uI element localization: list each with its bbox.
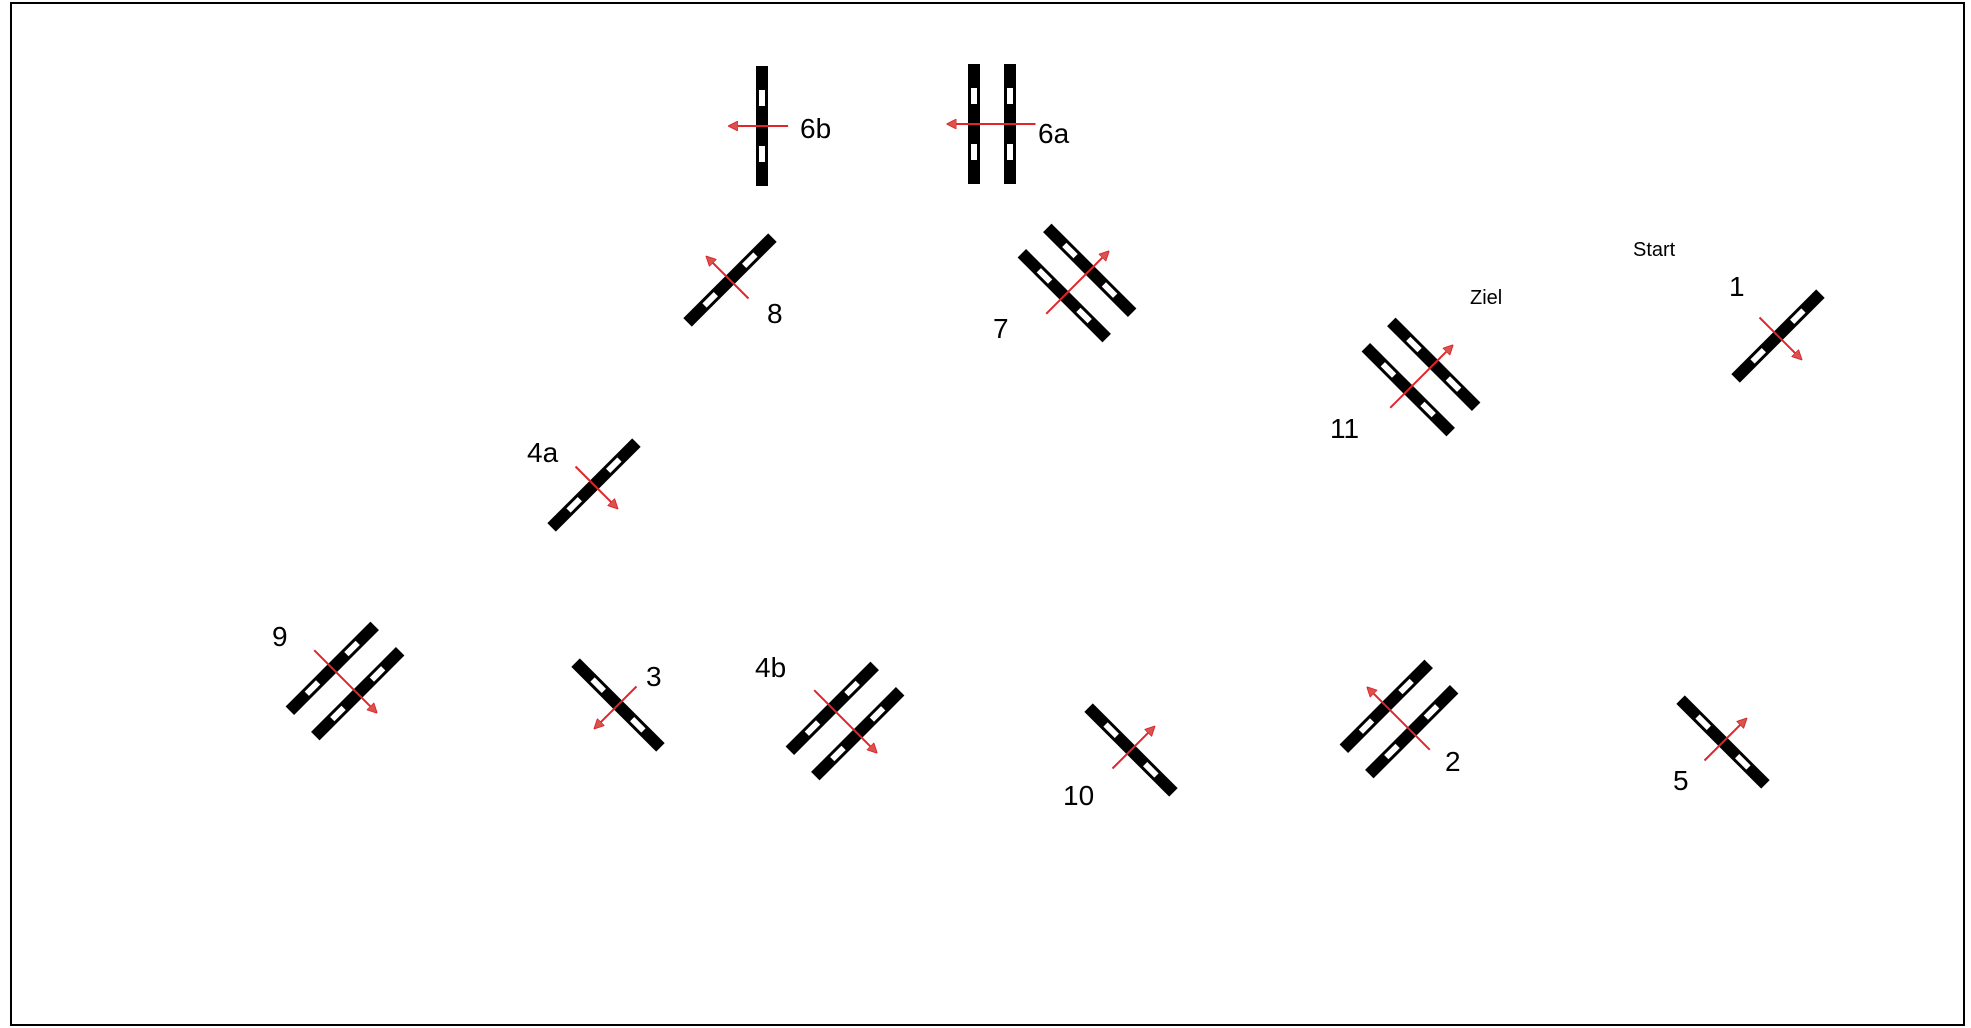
- obstacle-6b: [730, 66, 789, 186]
- pole-stripe: [1406, 336, 1422, 353]
- obstacle-label-3: 3: [646, 661, 662, 692]
- obstacle-label-9: 9: [272, 621, 288, 652]
- pole-stripe: [1101, 282, 1118, 298]
- direction-arrow: [1368, 688, 1431, 751]
- direction-arrow: [1758, 316, 1801, 359]
- direction-arrow: [313, 649, 376, 712]
- direction-arrow: [1389, 346, 1452, 409]
- obstacle-4b: [785, 661, 905, 781]
- obstacle-5: [1676, 695, 1770, 789]
- pole-stripe: [1036, 268, 1053, 284]
- pole-stripe: [971, 88, 977, 104]
- pole-stripe: [830, 745, 846, 762]
- obstacle-label-10: 10: [1063, 780, 1094, 811]
- direction-arrow: [707, 257, 750, 300]
- finish-label: Ziel: [1470, 287, 1502, 309]
- obstacle-7: [1017, 223, 1137, 343]
- pole-stripe: [702, 292, 718, 308]
- pole-stripe: [1423, 704, 1440, 720]
- obstacle-1: [1731, 289, 1825, 383]
- pole-stripe: [804, 720, 821, 736]
- obstacle-10: [1084, 703, 1178, 797]
- pole-stripe: [344, 640, 360, 657]
- start-label: Start: [1633, 239, 1676, 261]
- pole-stripe: [369, 666, 386, 682]
- pole-stripe: [759, 146, 765, 162]
- obstacle-label-6b: 6b: [800, 113, 831, 144]
- obstacle-label-5: 5: [1673, 765, 1689, 796]
- pole-stripe: [1445, 376, 1462, 392]
- pole-stripe: [759, 90, 765, 106]
- obstacle-11: [1361, 317, 1481, 437]
- diagram-frame: [10, 2, 1965, 1026]
- obstacle-9: [285, 621, 405, 741]
- obstacle-label-6a: 6a: [1038, 118, 1070, 149]
- pole-stripe: [1358, 718, 1375, 734]
- pole-stripe: [1007, 88, 1013, 104]
- pole-stripe: [1420, 401, 1436, 418]
- pole-stripe: [971, 144, 977, 160]
- pole-stripe: [1007, 144, 1013, 160]
- pole-stripe: [1076, 307, 1092, 324]
- pole-stripe: [330, 705, 346, 722]
- obstacle-3: [571, 658, 665, 752]
- obstacle-label-7: 7: [993, 313, 1009, 344]
- pole-stripe: [1398, 678, 1414, 695]
- pole-stripe: [1103, 722, 1119, 738]
- direction-arrow: [1111, 727, 1154, 770]
- obstacle-label-1: 1: [1729, 271, 1745, 302]
- pole-stripe: [1790, 308, 1806, 324]
- direction-arrow: [595, 685, 638, 728]
- obstacle-label-11: 11: [1330, 413, 1359, 444]
- direction-arrow: [574, 465, 617, 508]
- obstacle-2: [1339, 659, 1459, 779]
- obstacle-label-4a: 4a: [527, 437, 559, 468]
- obstacle-6a: [949, 64, 1036, 184]
- pole-stripe: [1695, 714, 1711, 730]
- obstacle-label-4b: 4b: [755, 652, 786, 683]
- obstacle-4a: [547, 438, 641, 532]
- pole-stripe: [606, 457, 622, 473]
- pole-stripe: [844, 680, 860, 697]
- obstacle-8: [683, 233, 777, 327]
- pole-stripe: [566, 497, 582, 513]
- direction-arrow: [1703, 719, 1746, 762]
- pole-stripe: [869, 706, 886, 722]
- obstacle-label-2: 2: [1445, 746, 1461, 777]
- pole-stripe: [1062, 242, 1078, 259]
- direction-arrow: [1045, 252, 1108, 315]
- direction-arrow: [813, 689, 876, 752]
- pole-stripe: [742, 252, 758, 268]
- pole-stripe: [1380, 362, 1397, 378]
- pole-stripe: [1735, 754, 1751, 770]
- pole-stripe: [304, 680, 321, 696]
- obstacle-label-8: 8: [767, 298, 783, 329]
- pole-stripe: [1143, 762, 1159, 778]
- pole-stripe: [1750, 348, 1766, 364]
- pole-stripe: [590, 677, 606, 693]
- pole-stripe: [1384, 743, 1400, 760]
- pole-stripe: [630, 717, 646, 733]
